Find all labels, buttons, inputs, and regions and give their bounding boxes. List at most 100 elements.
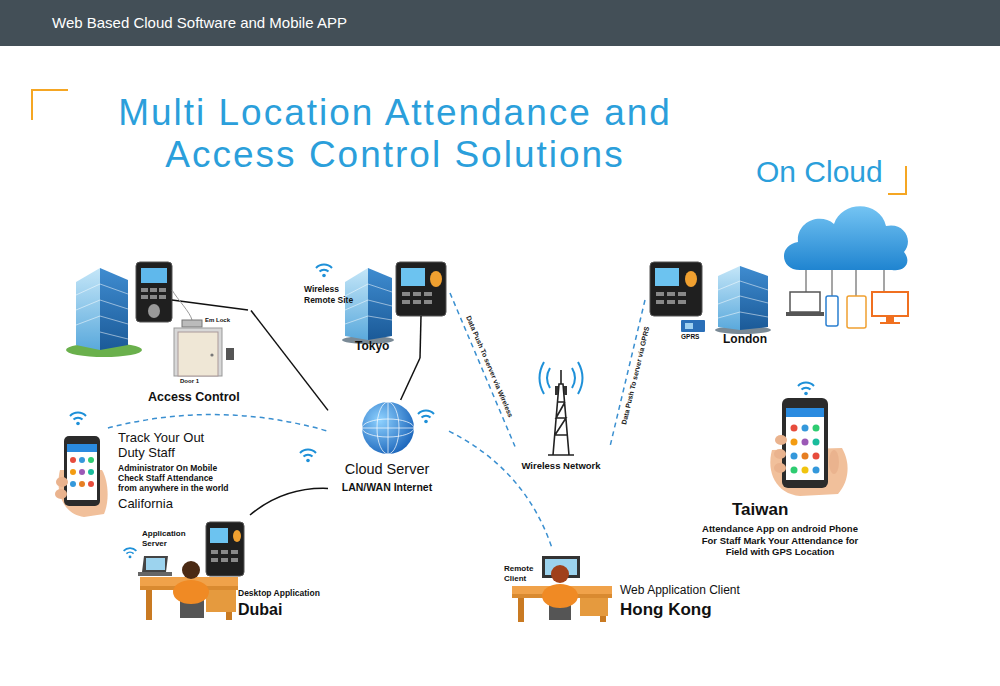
- fingerprint-terminal: [650, 262, 702, 316]
- phone-in-hand: [791, 439, 798, 446]
- fingerprint-terminal: [141, 295, 148, 299]
- office-desk: [211, 558, 218, 562]
- phone-in-hand: [813, 425, 820, 432]
- cloud-icon: [886, 316, 894, 322]
- fingerprint-terminal: [685, 271, 697, 287]
- phone-in-hand: [88, 457, 94, 463]
- office-desk: [221, 550, 228, 554]
- node-text: Taiwan: [732, 500, 812, 520]
- phone-in-hand: [55, 436, 108, 517]
- office-building: [66, 268, 142, 357]
- phone-in-hand: [774, 463, 786, 473]
- phone-in-hand: [67, 444, 97, 500]
- edge-label: Data Push To server via GPRS: [620, 325, 652, 425]
- cloud-icon: [784, 206, 908, 270]
- office-desk: [173, 580, 209, 604]
- phone-in-hand: [88, 481, 94, 487]
- fingerprint-terminal: [650, 262, 702, 316]
- diagram-title: Multi Location Attendance and Access Con…: [85, 92, 705, 176]
- connector-line: [250, 488, 328, 515]
- phone-in-hand: [813, 453, 820, 460]
- radio-tower: [548, 370, 574, 455]
- hong-kong-site: Remote ClientWeb Application ClientHong …: [500, 548, 760, 624]
- phone-in-hand: [786, 408, 824, 480]
- edge-label: Data Push To server via Wireless: [465, 314, 516, 418]
- fingerprint-terminal: [424, 300, 432, 304]
- fingerprint-terminal: [159, 295, 166, 299]
- office-desk: [138, 572, 172, 576]
- phone-in-hand: [64, 436, 100, 506]
- fingerprint-terminal: [396, 262, 446, 316]
- office-desk: [551, 565, 569, 583]
- fingerprint-terminal: [401, 268, 425, 286]
- office-desk: [146, 590, 152, 620]
- connector-line: [450, 293, 515, 447]
- london-site: GPRS London: [645, 255, 776, 355]
- tokyo-building: [368, 268, 392, 340]
- node-text: Application Server: [142, 529, 194, 548]
- globe-icon: [362, 402, 414, 454]
- fingerprint-terminal: [396, 262, 446, 316]
- cloud-heading: On Cloud: [752, 152, 902, 194]
- cloud-icon: [872, 292, 908, 316]
- california-site: Track Your Out Duty StaffAdministrator O…: [58, 428, 250, 518]
- fingerprint-terminal: [150, 288, 157, 292]
- office-desk: [233, 530, 241, 542]
- fingerprint-terminal: [430, 271, 442, 287]
- office-desk: [211, 550, 218, 554]
- gprs-module: [685, 323, 693, 329]
- radio-tower: [540, 362, 583, 394]
- phone-in-hand: [775, 435, 787, 445]
- office-desk: [210, 528, 228, 543]
- door-lock: [172, 290, 192, 320]
- node-text: Remote Client: [504, 564, 542, 583]
- cloud-icon: [784, 206, 908, 328]
- node-text: Wireless Network: [515, 461, 607, 472]
- node-text: Wireless Remote Site: [304, 284, 360, 306]
- office-desk: [231, 550, 238, 554]
- phone-in-hand: [79, 469, 85, 475]
- part-label: Em Lock: [205, 317, 245, 324]
- part-label: Door 1: [180, 378, 214, 385]
- connector-line: [401, 358, 420, 400]
- radio-tower: [564, 386, 567, 395]
- node-text: London: [723, 333, 773, 347]
- node-text: Cloud Server: [328, 461, 446, 478]
- office-desk: [138, 522, 244, 620]
- office-desk: [221, 558, 228, 562]
- phone-in-hand: [782, 398, 828, 488]
- door-lock: [226, 348, 234, 360]
- cloud-icon: [826, 296, 838, 326]
- fingerprint-terminal: [424, 292, 432, 296]
- cloud-icon: [847, 296, 866, 328]
- london-building: [740, 266, 768, 330]
- taiwan-site: TaiwanAttendance App on android Phone Fo…: [682, 378, 878, 566]
- fingerprint-terminal: [150, 295, 157, 299]
- fingerprint-terminal: [402, 292, 410, 296]
- gprs-module: [681, 320, 705, 332]
- office-desk: [146, 558, 165, 570]
- node-text: Desktop Application: [238, 589, 326, 599]
- cloud-icon: [880, 322, 900, 324]
- fingerprint-terminal: [656, 292, 664, 296]
- phone-in-hand: [55, 489, 67, 499]
- tokyo-building: [342, 268, 394, 344]
- phone-in-hand: [829, 450, 839, 474]
- phone-in-hand: [802, 439, 809, 446]
- node-text: Access Control: [148, 390, 248, 404]
- phone-in-hand: [79, 481, 85, 487]
- fingerprint-terminal: [413, 300, 421, 304]
- cloud-icon: [790, 292, 820, 312]
- phone-in-hand: [791, 425, 798, 432]
- header-bar: [0, 0, 1000, 46]
- office-desk: [182, 561, 200, 579]
- office-building: [76, 284, 128, 339]
- phone-in-hand: [70, 481, 76, 487]
- node-text: GPRS: [681, 333, 711, 340]
- corner-bracket: [32, 90, 68, 120]
- door-lock: [172, 290, 234, 376]
- node-text: LAN/WAN Internet: [328, 481, 446, 493]
- node-text: Hong Kong: [620, 600, 745, 620]
- office-desk: [518, 598, 524, 622]
